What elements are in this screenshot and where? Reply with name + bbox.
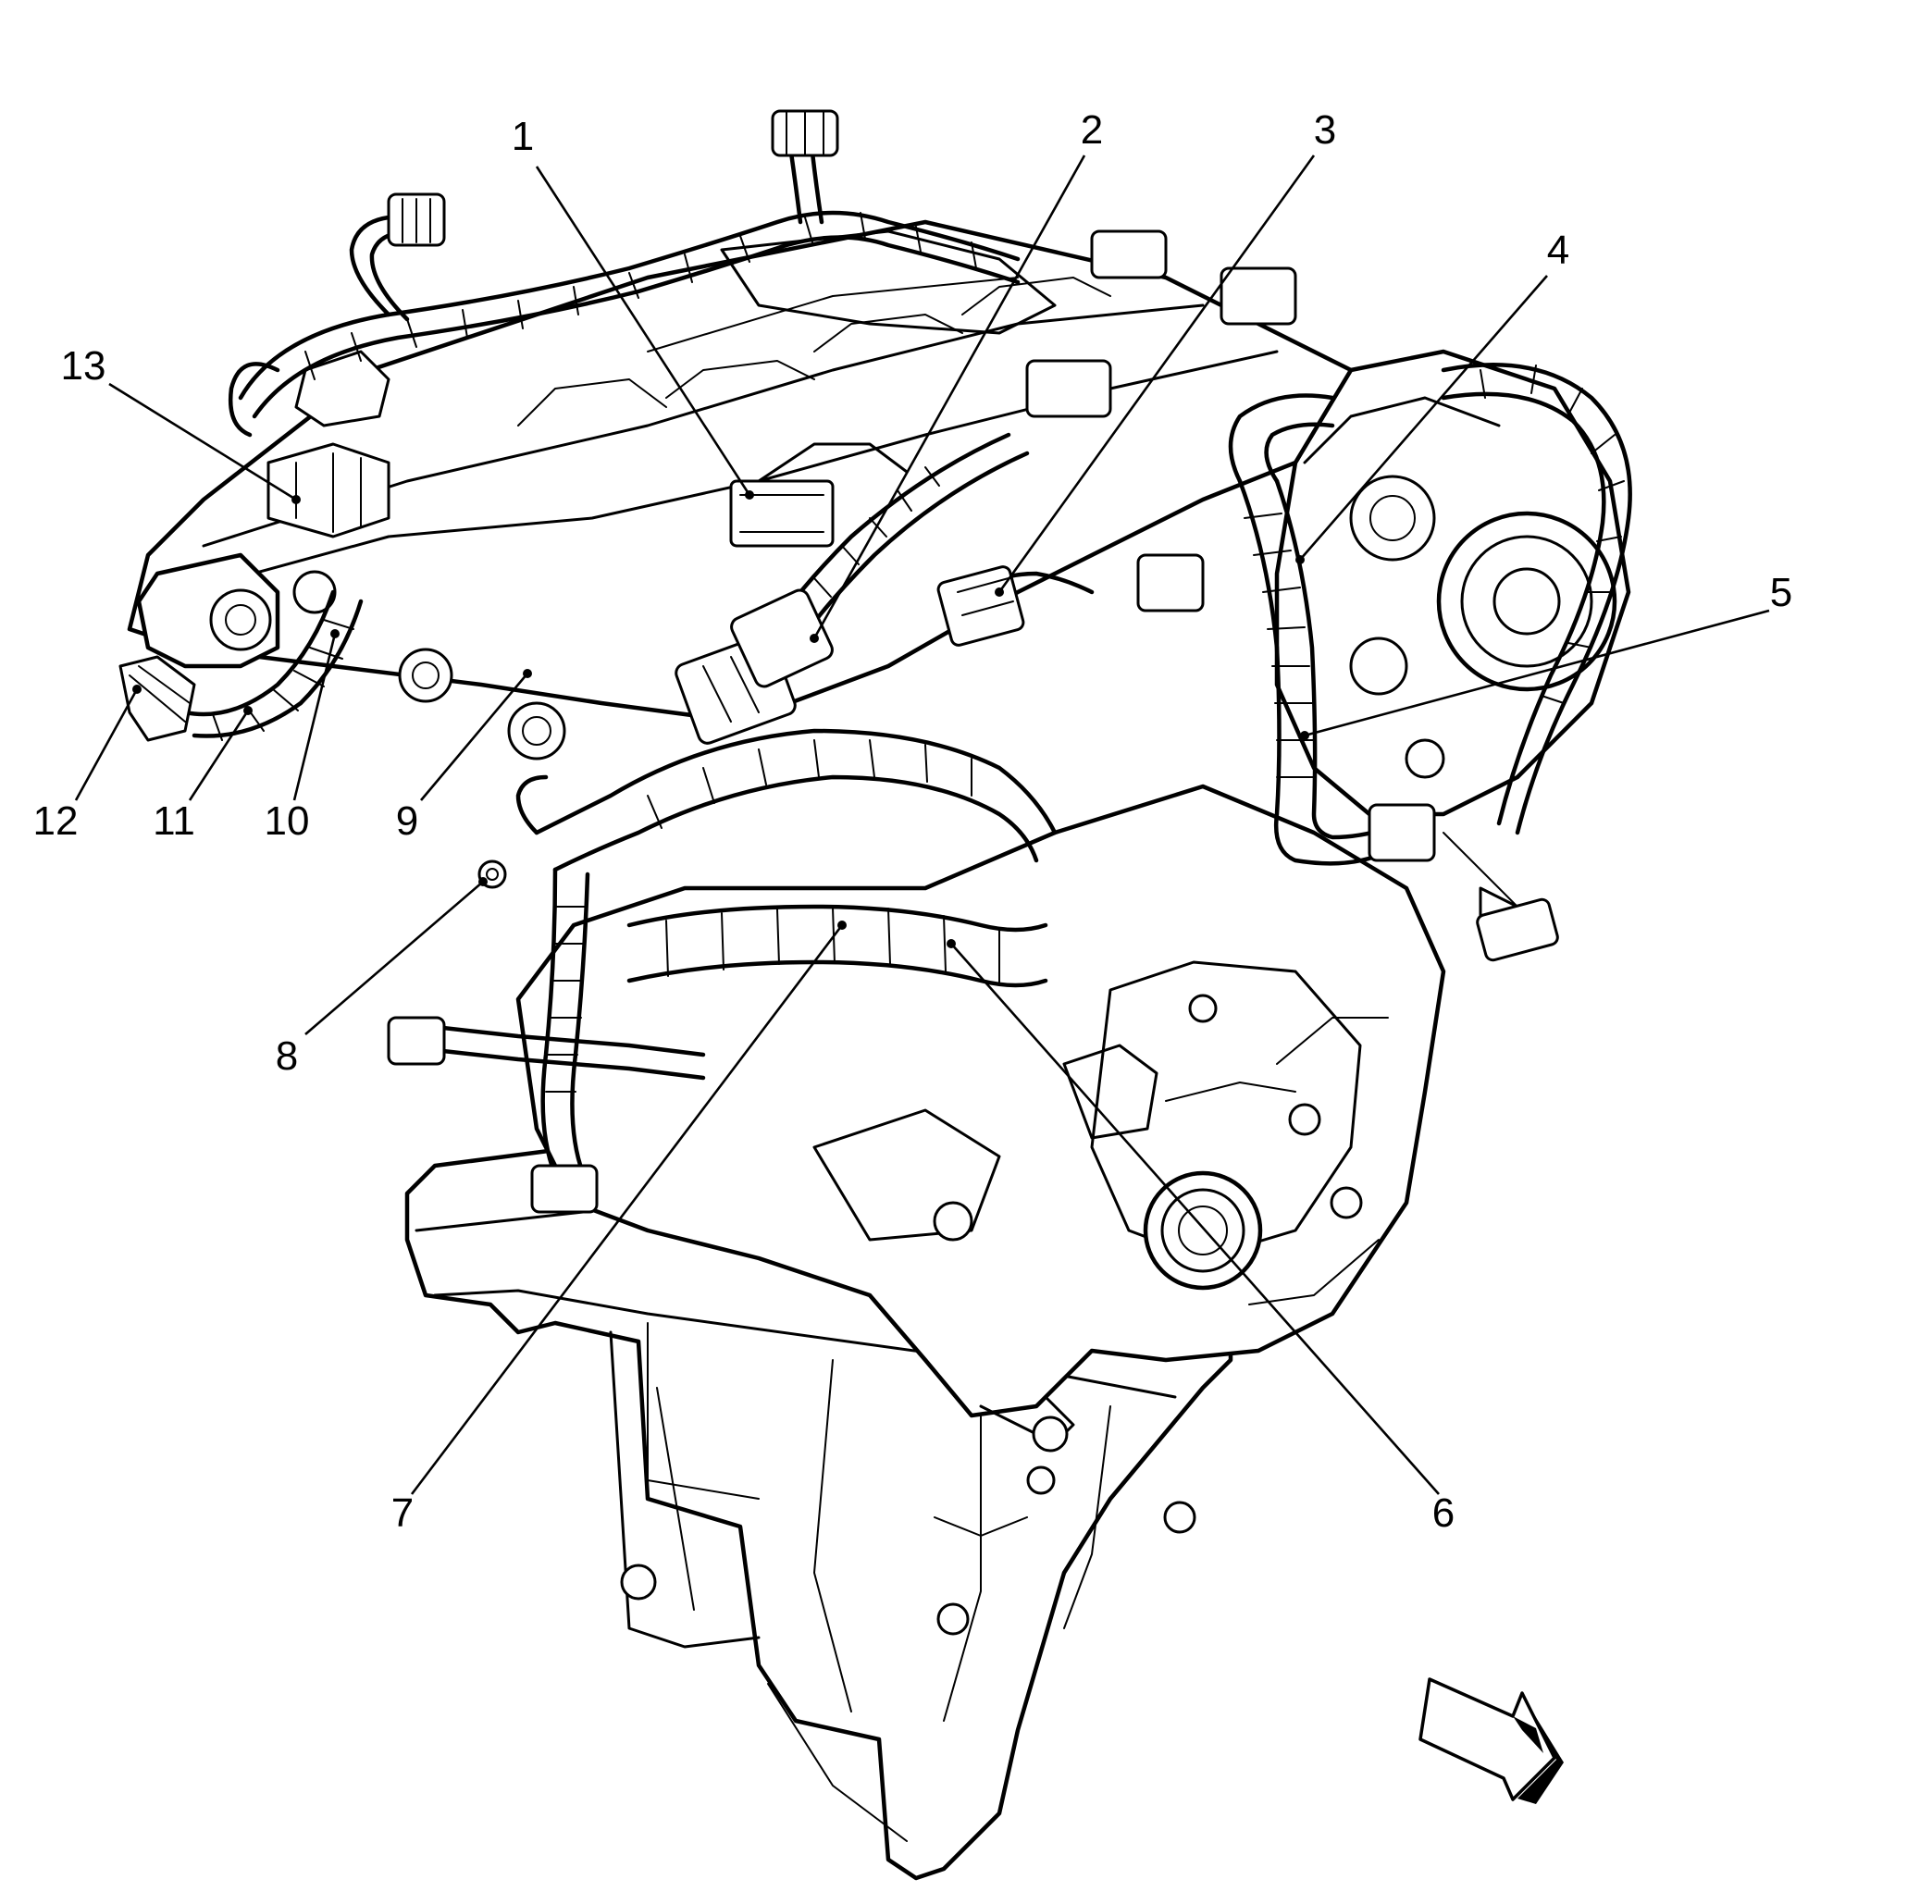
callout-label-12: 12 [33, 798, 79, 844]
callout-dot-1 [745, 490, 754, 500]
callout-dot-13 [291, 495, 301, 504]
callout-leader-13 [108, 382, 297, 501]
callout-label-5: 5 [1770, 570, 1792, 615]
callout-dot-8 [478, 877, 488, 886]
view-direction-arrow-icon [1418, 1677, 1564, 1804]
callout-dot-4 [1295, 555, 1305, 564]
callout-label-8: 8 [276, 1033, 298, 1079]
callout-dot-9 [523, 669, 532, 678]
callout-label-10: 10 [265, 798, 310, 844]
callout-dot-5 [1300, 731, 1309, 740]
callout-leader-10 [292, 633, 337, 801]
callout-dot-11 [243, 706, 253, 715]
callout-dot-7 [837, 921, 847, 930]
callout-label-1: 1 [512, 114, 534, 159]
callout-leader-5 [1304, 609, 1770, 737]
callout-dot-3 [995, 587, 1004, 597]
callout-label-6: 6 [1432, 1490, 1455, 1536]
callout-dot-10 [330, 629, 340, 638]
callout-leader-1 [535, 166, 751, 496]
callout-label-2: 2 [1081, 107, 1103, 153]
callout-leader-12 [74, 688, 139, 801]
callout-leader-6 [950, 943, 1440, 1495]
callout-label-7: 7 [391, 1490, 414, 1536]
callout-label-13: 13 [61, 343, 106, 389]
callout-leader-11 [188, 710, 250, 801]
callout-leader-8 [304, 881, 484, 1035]
callout-dot-2 [810, 634, 819, 643]
wiring-harness-illustration [118, 109, 1632, 1214]
callout-label-11: 11 [153, 798, 195, 844]
callout-leader-3 [997, 155, 1316, 593]
callout-dot-6 [947, 939, 956, 948]
engine-block-illustration [127, 219, 1631, 1881]
callout-leader-7 [410, 924, 844, 1495]
callout-leader-9 [420, 673, 528, 801]
callout-leader-4 [1299, 275, 1548, 561]
callout-label-9: 9 [396, 798, 418, 844]
callout-label-3: 3 [1314, 107, 1336, 153]
callout-label-4: 4 [1547, 228, 1569, 273]
callout-dot-12 [132, 685, 142, 694]
callout-leader-2 [812, 155, 1086, 639]
